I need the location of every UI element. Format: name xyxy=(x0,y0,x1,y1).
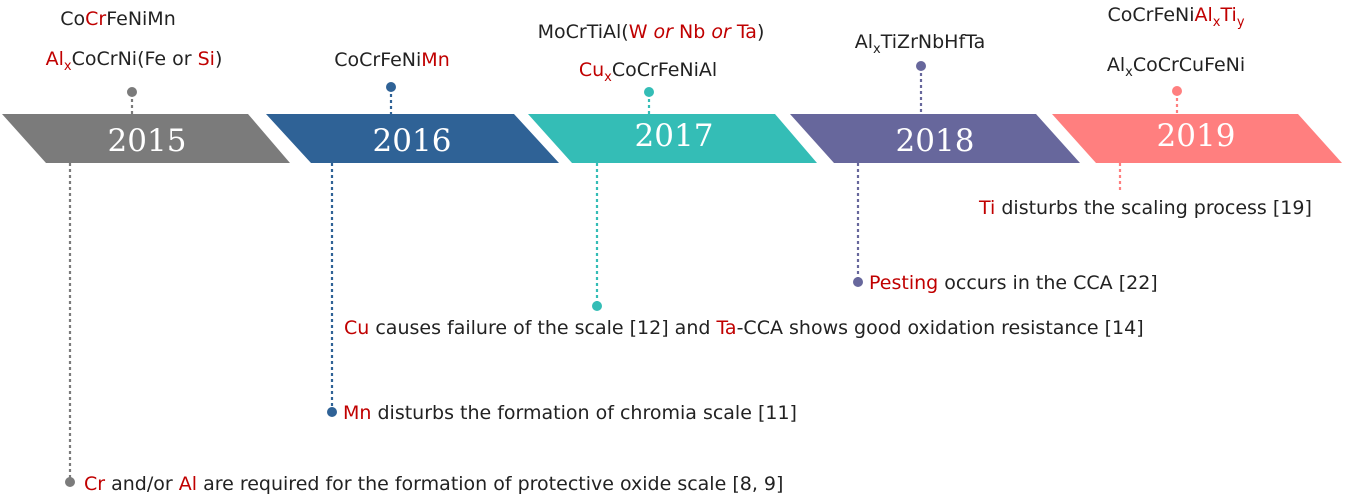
finding-2016: Mn disturbs the formation of chromia sca… xyxy=(343,402,797,424)
connector-up-2018 xyxy=(916,61,926,114)
finding-2019: Ti disturbs the scaling process [19] xyxy=(978,197,1312,219)
year-label-2017: 2017 xyxy=(635,118,714,154)
alloy-2019-line2: AlxCoCrCuFeNi xyxy=(1107,54,1245,80)
connector-up-2019 xyxy=(1172,86,1182,114)
year-label-2016: 2016 xyxy=(373,123,452,159)
alloy-2015-line1: CoCrFeNiMn xyxy=(60,8,176,30)
band-2019 xyxy=(1052,114,1342,163)
band-2017 xyxy=(528,114,817,163)
alloy-2018-line1: AlxTiZrNbHfTa xyxy=(855,31,985,57)
band-2018 xyxy=(790,114,1080,163)
year-label-2019: 2019 xyxy=(1157,118,1236,154)
finding-2017: Cu causes failure of the scale [12] and … xyxy=(344,317,1144,339)
alloy-2015-line2: AlxCoCrNi(Fe or Si) xyxy=(46,48,223,74)
connector-down-2016 xyxy=(327,163,337,417)
year-label-2015: 2015 xyxy=(108,123,187,159)
finding-2018: Pesting occurs in the CCA [22] xyxy=(869,272,1158,294)
alloy-2016-line1: CoCrFeNiMn xyxy=(334,49,449,71)
alloy-2017-line1: MoCrTiAl(W or Nb or Ta) xyxy=(538,21,765,43)
finding-2015: Cr and/or Al are required for the format… xyxy=(84,473,783,495)
connector-up-2015 xyxy=(127,87,137,114)
connector-down-2015 xyxy=(65,163,75,487)
connector-up-2017 xyxy=(644,87,654,114)
connector-up-2016 xyxy=(386,82,396,114)
alloy-2017-line2: CuxCoCrFeNiAl xyxy=(579,59,717,85)
alloy-2019-line1: CoCrFeNiAlxTiy xyxy=(1107,4,1244,30)
connector-down-2018 xyxy=(853,163,863,287)
year-label-2018: 2018 xyxy=(896,123,975,159)
band-2015 xyxy=(2,114,290,163)
band-2016 xyxy=(266,114,559,163)
connector-down-2017 xyxy=(592,163,602,311)
